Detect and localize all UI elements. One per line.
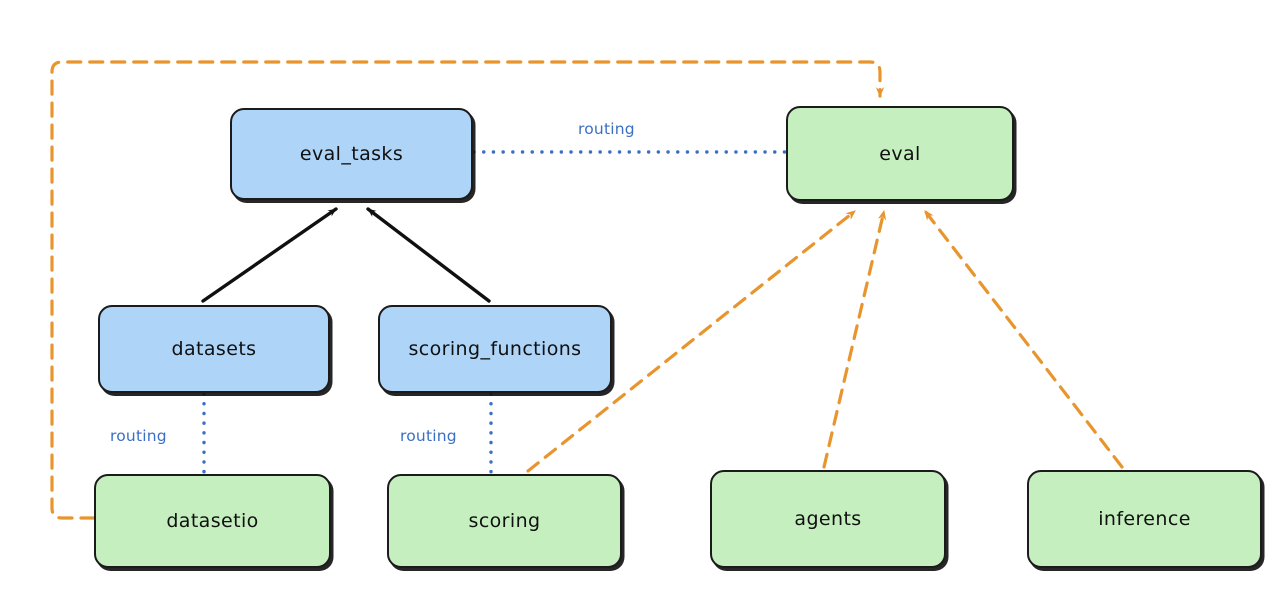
node-datasetio[interactable]: datasetio bbox=[94, 474, 331, 568]
node-label-datasetio: datasetio bbox=[166, 510, 259, 532]
node-label-inference: inference bbox=[1098, 508, 1191, 530]
edge-datasets-to-eval_tasks bbox=[201, 207, 338, 303]
edge-label-routing-scoring-functions-scoring: routing bbox=[400, 427, 457, 445]
node-label-eval: eval bbox=[879, 142, 921, 165]
edge-label-routing-datasets-datasetio: routing bbox=[110, 427, 167, 445]
edge-label-routing-eval-tasks-eval: routing bbox=[578, 120, 635, 138]
node-scoring-functions[interactable]: scoring_functions bbox=[378, 305, 612, 393]
node-eval[interactable]: eval bbox=[786, 106, 1014, 201]
edge-inference-to-eval bbox=[923, 209, 1124, 469]
node-inference[interactable]: inference bbox=[1027, 470, 1262, 568]
node-label-datasets: datasets bbox=[171, 338, 257, 360]
node-eval-tasks[interactable]: eval_tasks bbox=[230, 108, 473, 200]
node-datasets[interactable]: datasets bbox=[98, 305, 330, 393]
node-label-scoring-functions: scoring_functions bbox=[408, 338, 582, 360]
node-agents[interactable]: agents bbox=[710, 470, 946, 568]
edge-scoring_functions-to-eval_tasks bbox=[366, 207, 491, 303]
node-label-scoring: scoring bbox=[468, 510, 541, 532]
node-label-eval-tasks: eval_tasks bbox=[299, 143, 404, 165]
node-scoring[interactable]: scoring bbox=[387, 474, 622, 568]
edge-agents-to-eval bbox=[822, 209, 887, 469]
node-label-agents: agents bbox=[794, 508, 862, 530]
